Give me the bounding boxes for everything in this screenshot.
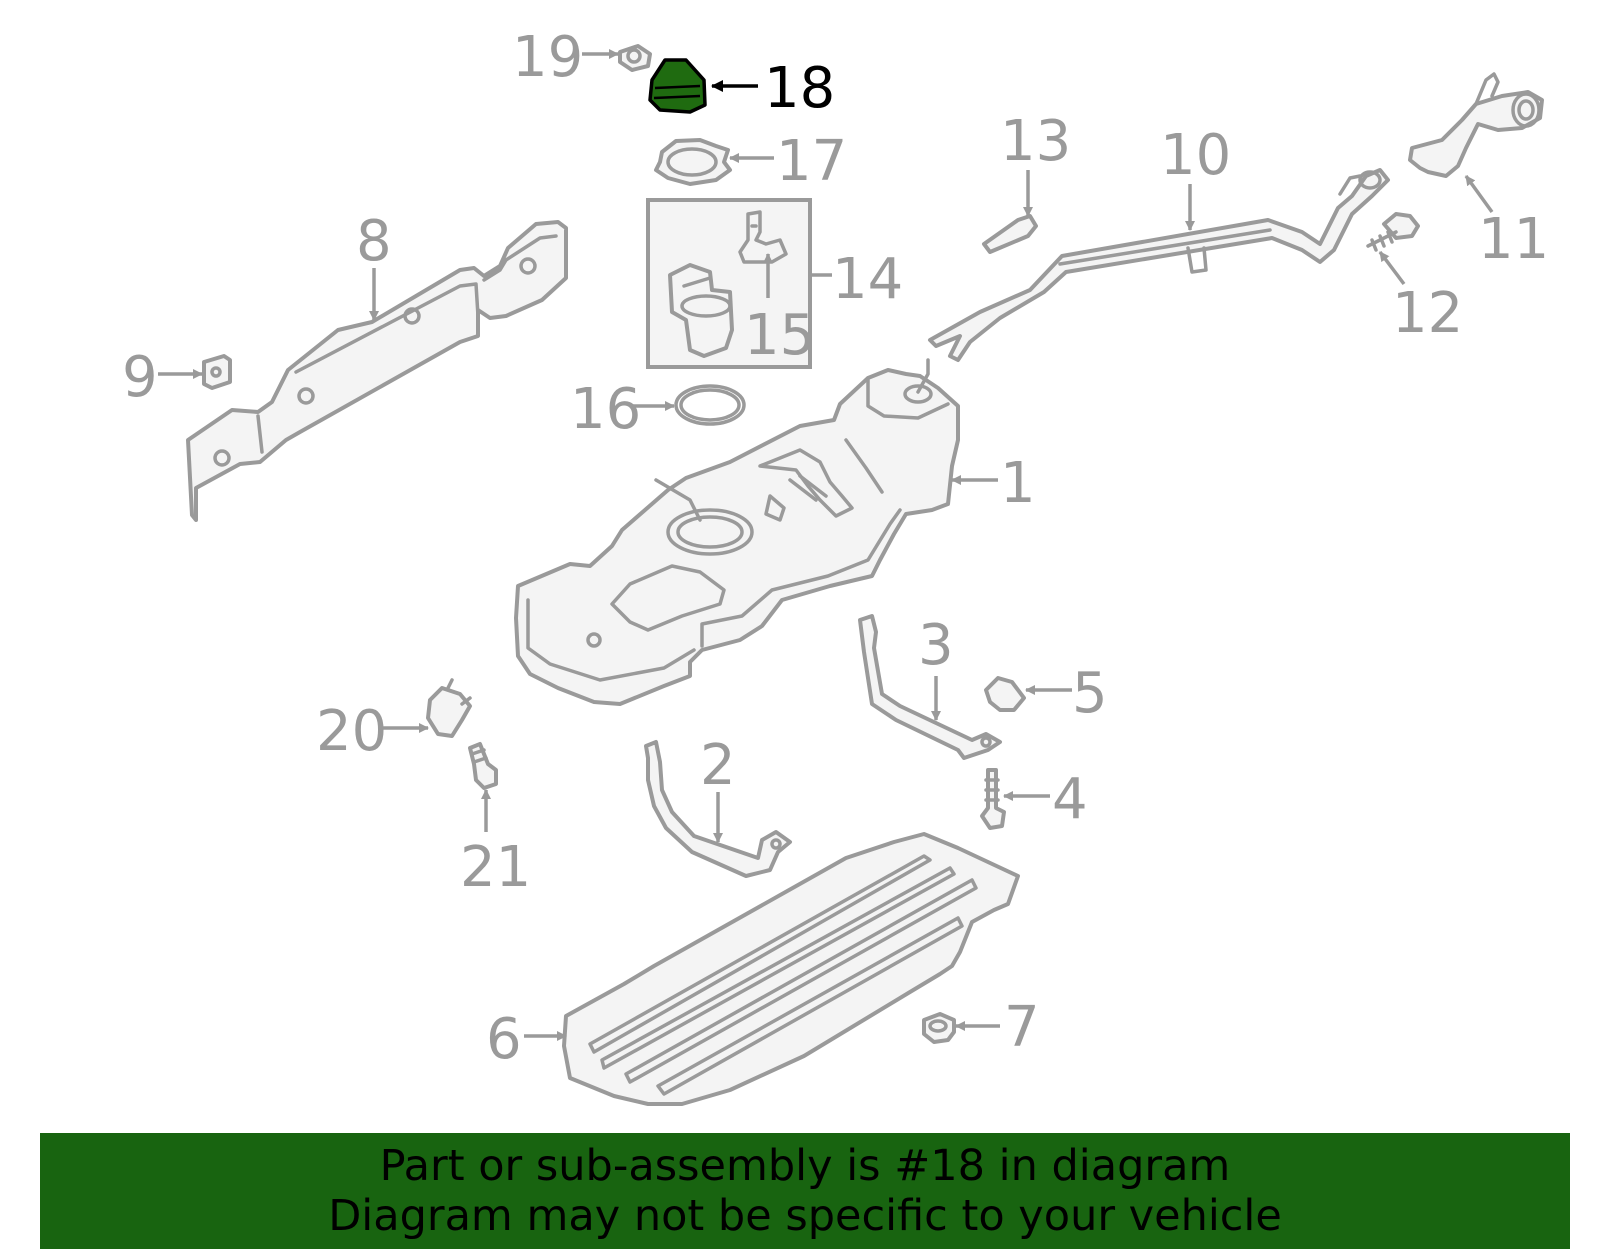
part-9-clip[interactable] bbox=[202, 354, 232, 390]
info-banner: Part or sub-assembly is #18 in diagram D… bbox=[40, 1133, 1570, 1249]
callout-20: 20 bbox=[316, 699, 387, 764]
callout-5: 5 bbox=[1072, 661, 1108, 726]
part-16-gasket[interactable] bbox=[674, 384, 746, 426]
part-15-wiring-harness[interactable] bbox=[738, 210, 788, 264]
callout-21: 21 bbox=[460, 835, 531, 900]
callout-17: 17 bbox=[776, 129, 847, 194]
callout-16: 16 bbox=[570, 377, 641, 442]
callout-8: 8 bbox=[356, 209, 392, 274]
callout-15: 15 bbox=[744, 303, 815, 368]
callout-10: 10 bbox=[1160, 123, 1231, 188]
callout-9: 9 bbox=[122, 345, 158, 410]
part-18-cover-highlighted[interactable] bbox=[648, 58, 707, 114]
callout-19: 19 bbox=[512, 25, 583, 90]
leader-lines bbox=[158, 49, 1494, 1041]
part-10-filler-pipe[interactable] bbox=[928, 168, 1390, 362]
callout-3: 3 bbox=[918, 613, 954, 678]
part-6-skid-plate[interactable] bbox=[562, 832, 1020, 1106]
part-19-nut[interactable] bbox=[618, 44, 652, 72]
part-20-clip[interactable] bbox=[426, 678, 472, 738]
callout-7: 7 bbox=[1004, 995, 1040, 1060]
part-12-bolt[interactable] bbox=[1366, 212, 1420, 252]
part-4-bolt[interactable] bbox=[980, 768, 1006, 830]
callout-6: 6 bbox=[486, 1007, 522, 1072]
callout-12: 12 bbox=[1392, 281, 1463, 346]
callout-11: 11 bbox=[1478, 207, 1549, 272]
part-13-bracket[interactable] bbox=[982, 214, 1038, 254]
part-2-strap[interactable] bbox=[644, 740, 792, 878]
callout-1: 1 bbox=[1000, 451, 1036, 516]
callout-4: 4 bbox=[1052, 767, 1088, 832]
part-14-fuel-pump-module[interactable] bbox=[646, 198, 812, 369]
banner-line-2: Diagram may not be specific to your vehi… bbox=[328, 1191, 1282, 1241]
part-1-fuel-tank[interactable] bbox=[514, 358, 960, 706]
part-7-nut[interactable] bbox=[922, 1012, 956, 1044]
callout-18: 18 bbox=[764, 56, 835, 121]
part-3-strap[interactable] bbox=[858, 614, 1002, 760]
banner-line-1: Part or sub-assembly is #18 in diagram bbox=[379, 1141, 1231, 1191]
part-17-lock-ring[interactable] bbox=[654, 138, 732, 186]
callout-14: 14 bbox=[832, 247, 903, 312]
part-8-heat-shield[interactable] bbox=[186, 220, 568, 522]
part-5-clip-nut[interactable] bbox=[984, 676, 1026, 712]
callout-labels: 19 18 17 14 15 16 8 9 13 10 11 12 1 3 5 … bbox=[122, 25, 1549, 1072]
part-11-filler-neck[interactable] bbox=[1408, 72, 1544, 178]
part-21-bolt[interactable] bbox=[468, 742, 498, 790]
callout-13: 13 bbox=[1000, 109, 1071, 174]
callout-2: 2 bbox=[700, 733, 736, 798]
